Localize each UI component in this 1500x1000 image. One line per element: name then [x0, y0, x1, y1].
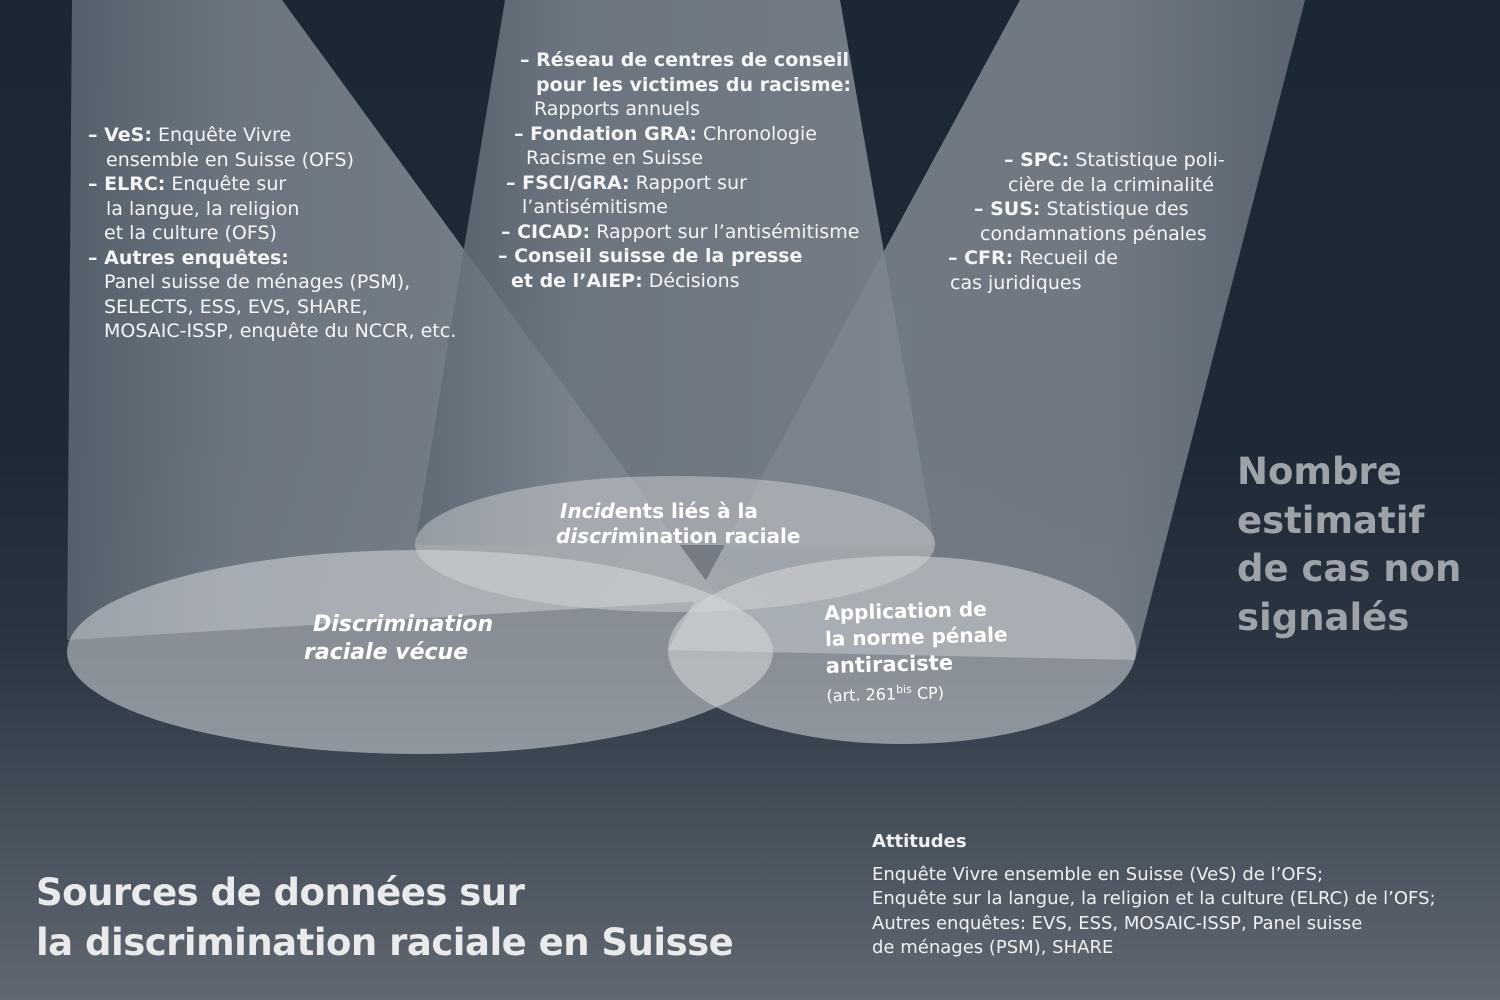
ellipse-norme-penale: [668, 556, 1136, 744]
beam-left-sources: – VeS: Enquête Vivre ensemble en Suisse …: [88, 124, 457, 342]
source-sus: – SUS: Statistique des: [974, 198, 1189, 220]
beam-middle-sources: – Réseau de centres de conseil pour les …: [498, 49, 860, 292]
label-norme-penale: Application de la norme pénale antiracis…: [824, 595, 1009, 708]
source-fsci: – FSCI/GRA: Rapport sur: [506, 171, 747, 194]
attitudes-heading: Attitudes: [872, 831, 967, 852]
source-spc: – SPC: Statistique poli-: [1004, 149, 1225, 171]
source-ves: – VeS: Enquête Vivre: [88, 124, 292, 146]
source-conseil-presse: – Conseil suisse de la presse: [498, 245, 803, 267]
beam-right-sources: – SPC: Statistique poli- cière de la cri…: [948, 149, 1225, 294]
source-gra: – Fondation GRA: Chronologie: [514, 122, 817, 145]
article-note: (art. 261bis CP): [826, 682, 945, 706]
label-discrimination-vecue: Discrimination raciale vécue: [304, 612, 494, 665]
source-cfr: – CFR: Recueil de: [948, 247, 1118, 269]
source-autres: – Autres enquêtes:: [88, 246, 289, 269]
source-cicad: – CICAD: Rapport sur l’antisémitisme: [501, 220, 860, 243]
ellipse-discrimination-vecue: [67, 550, 773, 754]
page-title: Sources de données sur la discrimination…: [36, 871, 734, 964]
attitudes-panel: Attitudes Enquête Vivre ensemble en Suis…: [872, 831, 1436, 958]
beam-right: [668, 0, 1305, 660]
source-elrc: – ELRC: Enquête sur: [88, 173, 287, 195]
label-incidents: Incidents liés à la discrimination racia…: [556, 499, 801, 548]
source-reseau: – Réseau de centres de conseil: [520, 49, 849, 71]
unreported-cases-heading: Nombre estimatif de cas non signalés: [1237, 450, 1462, 639]
